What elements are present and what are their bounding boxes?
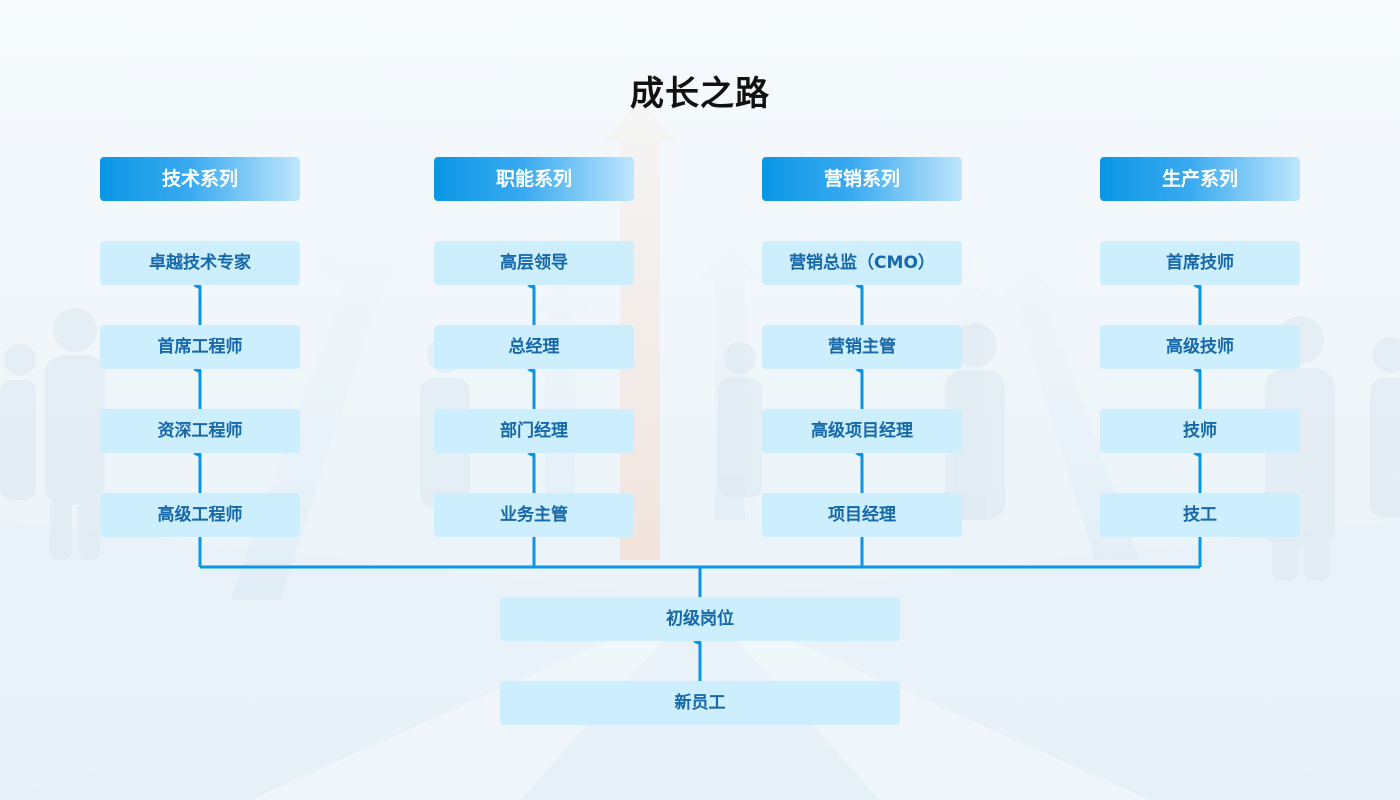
role-box-tech-level-4: 卓越技术专家 [100, 241, 300, 285]
new-employee-box: 新员工 [500, 681, 900, 725]
track-header-tech: 技术系列 [100, 157, 300, 201]
role-box-tech-level-2: 资深工程师 [100, 409, 300, 453]
role-box-production-level-3: 高级技师 [1100, 325, 1300, 369]
role-box-tech-level-1: 高级工程师 [100, 493, 300, 537]
role-box-marketing-level-1: 项目经理 [762, 493, 962, 537]
page-title: 成长之路 [630, 74, 770, 114]
role-box-production-level-1: 技工 [1100, 493, 1300, 537]
track-header-production: 生产系列 [1100, 157, 1300, 201]
track-header-function: 职能系列 [434, 157, 634, 201]
role-box-marketing-level-3: 营销主管 [762, 325, 962, 369]
track-header-marketing: 营销系列 [762, 157, 962, 201]
role-box-marketing-level-2: 高级项目经理 [762, 409, 962, 453]
role-box-production-level-2: 技师 [1100, 409, 1300, 453]
role-box-function-level-3: 总经理 [434, 325, 634, 369]
role-box-function-level-4: 高层领导 [434, 241, 634, 285]
entry-position-box: 初级岗位 [500, 597, 900, 641]
role-box-function-level-2: 部门经理 [434, 409, 634, 453]
role-box-tech-level-3: 首席工程师 [100, 325, 300, 369]
role-box-function-level-1: 业务主管 [434, 493, 634, 537]
role-box-production-level-4: 首席技师 [1100, 241, 1300, 285]
role-box-marketing-level-4: 营销总监（CMO） [762, 241, 962, 285]
